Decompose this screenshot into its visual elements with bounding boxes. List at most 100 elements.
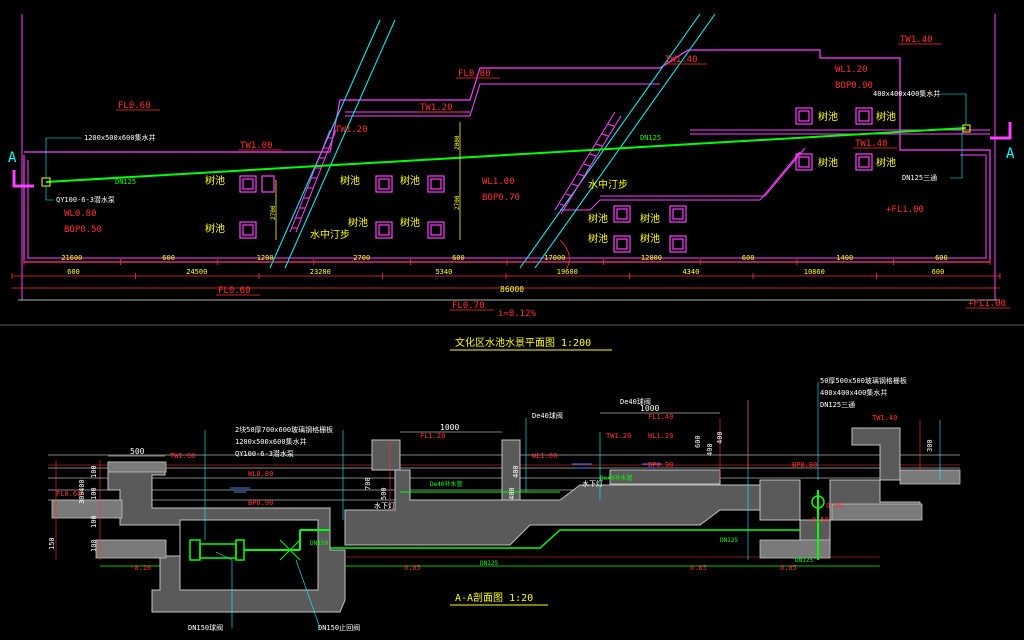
dimension-value: 5340	[435, 268, 452, 276]
level-label: WL0.80	[64, 209, 97, 219]
note-grate-left: 2块50厚700x600玻璃钢格栅板	[235, 425, 333, 434]
level-label: FL1.20	[420, 432, 445, 440]
pipe-dn125	[45, 127, 967, 183]
dimension-value: 600	[452, 254, 465, 262]
dimension-value: 600	[935, 254, 948, 262]
dimension-value: 4340	[682, 268, 699, 276]
tree-pool-label: 树池	[205, 174, 225, 187]
note-ball-valve: DN150球阀	[188, 623, 223, 632]
note-pit-right: 400x400x400集水井	[873, 89, 940, 98]
pipe-label-left: DN125	[115, 178, 136, 186]
tree-pool-label: 树池	[876, 110, 896, 123]
steps-label: 水中汀步	[310, 228, 350, 241]
dimension-value: 600	[932, 268, 945, 276]
note-dn125: DN125	[720, 537, 738, 544]
tree-pool-label: 树池	[588, 212, 608, 225]
pipe-label-mid: DN125	[640, 134, 661, 142]
note-dn125: DN125	[480, 560, 498, 567]
dimension-value: 12000	[641, 254, 662, 262]
dimension-value: 2700	[353, 254, 370, 262]
dim: 400	[508, 487, 516, 500]
dim: 1000	[640, 404, 659, 413]
dim: 400	[716, 431, 724, 444]
dim-overall: 86000	[500, 285, 524, 294]
dim: 600	[694, 435, 702, 448]
note-grate-right: 50厚500x500玻璃钢格栅板	[820, 376, 907, 385]
note-light-a: 水下灯	[374, 501, 395, 510]
note-tee: DN125三通	[820, 400, 855, 409]
svg-text:2000: 2000	[454, 135, 461, 150]
tree-pool-label: 树池	[340, 174, 360, 187]
level-label: TW1.40	[665, 55, 698, 65]
slope-label: i=0.12%	[498, 309, 537, 319]
dim: 100	[90, 515, 98, 528]
dimension-value: 24500	[186, 268, 207, 276]
level-label: +FL1.00	[886, 205, 924, 215]
note-pipe-b: De40补水管	[600, 474, 632, 482]
tree-pool-label: 树池	[818, 156, 838, 169]
tree-pools	[239, 107, 873, 253]
level-label: TW1.40	[900, 35, 933, 45]
level-label: BP0.90	[648, 461, 673, 469]
dim: 300	[78, 491, 86, 504]
dim: 500	[130, 447, 145, 456]
note-valve-b: De40球阀	[620, 397, 651, 406]
level-label: TW1.20	[335, 125, 368, 135]
dimension-overall: 86000	[12, 285, 1000, 294]
level-label: TW1.00	[240, 141, 273, 151]
dimension-value: 17000	[544, 254, 565, 262]
level-label: BOP0.90	[835, 81, 873, 91]
note-light-b: 水下灯	[582, 479, 603, 488]
svg-text:2700: 2700	[454, 195, 461, 210]
note-dn150: DN150	[310, 540, 328, 547]
stepping-stones-b	[554, 111, 622, 215]
dim: 100	[90, 539, 98, 552]
dim: 500	[380, 487, 388, 500]
tree-pool-label: 树池	[818, 110, 838, 123]
dim: 1000	[440, 423, 459, 432]
tree-pool-label: 树池	[876, 156, 896, 169]
level-label: 0.05	[404, 564, 421, 572]
level-label: FL0.60	[218, 286, 251, 296]
level-label: FL0.70	[452, 301, 485, 311]
note-pipe-a: De40补水管	[430, 480, 462, 488]
section-view: 500 1000 1000 400 300 100 100 100 150 10…	[48, 376, 961, 632]
dimension-value: 1400	[836, 254, 853, 262]
level-label: FL0.60	[118, 101, 151, 111]
pool-outline	[23, 49, 991, 263]
note-check-valve: DN150止回阀	[318, 623, 360, 632]
level-label: TW1.60	[170, 452, 195, 460]
section-letter-right: A	[1006, 146, 1015, 162]
dimension-value: 600	[162, 254, 175, 262]
dimension-value: 23200	[310, 268, 331, 276]
level-label: TW1.20	[606, 432, 631, 440]
dim: 700	[364, 477, 372, 490]
svg-text:2700: 2700	[270, 205, 277, 220]
level-label: BOP0.50	[64, 225, 102, 235]
level-label: FL1.40	[648, 413, 673, 421]
note-pit-left: 1200x500x600集水井	[235, 437, 307, 446]
note-tee: DN125三通	[902, 173, 937, 182]
level-label: WL1.00	[532, 452, 557, 460]
dimension-value: 1200	[257, 254, 274, 262]
level-label: WL0.80	[248, 470, 273, 478]
stepping-stones-a	[289, 129, 337, 233]
dimension-value: 600	[742, 254, 755, 262]
tree-pool-label: 树池	[640, 212, 660, 225]
dimension-value: 19600	[557, 268, 578, 276]
note-pump: QY100-6-3潜水泵	[56, 195, 115, 204]
level-label: TW1.40	[855, 139, 888, 149]
level-label: TW1.20	[420, 103, 453, 113]
section-mark-right: A	[990, 122, 1015, 162]
dim: 100	[90, 465, 98, 478]
tree-pool-label: 树池	[640, 232, 660, 245]
level-label: +FL1.00	[968, 299, 1006, 309]
note-dn125: DN125	[795, 557, 813, 564]
tree-pool-label: 树池	[400, 174, 420, 187]
note-pump: QY100-6-3潜水泵	[235, 449, 294, 458]
dim: 100	[90, 487, 98, 500]
section-title: A-A剖面图 1:20	[455, 591, 533, 604]
